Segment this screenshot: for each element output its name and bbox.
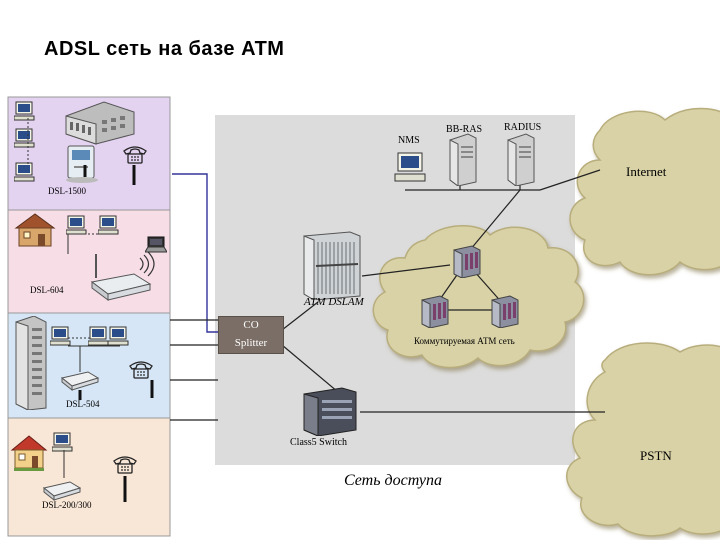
computer-icon: [98, 215, 119, 235]
modem-icon: [60, 371, 100, 392]
dsl604-label: DSL-604: [30, 285, 64, 295]
computer-icon: [108, 326, 129, 346]
lan-line: [63, 450, 65, 478]
internet-label: Internet: [626, 164, 667, 179]
atm-switch-icon: [453, 245, 481, 278]
co-splitter-box: CO Splitter: [218, 316, 284, 354]
phone-icon: [123, 146, 147, 164]
page-title: ADSL сеть на базе ATM: [44, 38, 285, 60]
pstn-label: PSTN: [640, 448, 672, 463]
phone-icon: [129, 361, 153, 379]
dsl1500-label: DSL-1500: [48, 186, 86, 196]
co-label: CO: [243, 319, 259, 331]
computer-icon: [50, 326, 71, 346]
internet-cloud-icon: [569, 107, 720, 276]
lan-lines: [67, 233, 100, 254]
dslam-rack-icon: [303, 231, 361, 300]
dsl504-label: DSL-504: [66, 399, 100, 409]
computer-icon: [14, 162, 35, 182]
building-icon: [65, 101, 135, 145]
computer-icon: [14, 101, 35, 121]
pstn-cloud-icon: [566, 342, 720, 537]
computer-icon: [394, 152, 426, 182]
computer-icon: [88, 326, 109, 346]
class5-label: Class5 Switch: [290, 437, 347, 448]
atm-dslam-label: ATM DSLAM: [304, 296, 364, 308]
computer-icon: [66, 215, 87, 235]
modem-icon: [42, 481, 82, 502]
phone-lines: [78, 380, 154, 400]
dsl200-label: DSL-200/300: [42, 500, 92, 510]
panel-dsl200-bg: [7, 417, 171, 537]
router-icon: [90, 252, 155, 301]
splitter-label: Splitter: [234, 337, 268, 349]
link-lines: [172, 173, 218, 333]
nms-label: NMS: [398, 135, 420, 146]
atm-switch-icon: [421, 295, 449, 328]
lan-lines: [68, 337, 120, 372]
phone-lines: [123, 476, 127, 502]
server-icon: [449, 133, 477, 186]
lan-dotted-line: [27, 118, 29, 166]
phone-icon: [113, 456, 137, 474]
switch-icon: [303, 387, 357, 436]
phone-lines: [83, 165, 136, 185]
access-network-label: Сеть доступа: [344, 472, 442, 489]
atm-switch-icon: [491, 295, 519, 328]
computer-icon: [52, 432, 73, 452]
house-icon: [10, 435, 48, 471]
modem-icon: [66, 145, 98, 183]
radius-label: RADIUS: [504, 122, 542, 133]
server-icon: [507, 133, 535, 186]
atm-network-cloud-icon: [372, 225, 585, 369]
atm-network-label: Коммутируемая АТМ сеть: [414, 336, 515, 346]
building-icon: [15, 316, 47, 410]
bbras-label: BB-RAS: [446, 124, 483, 135]
house-icon: [14, 213, 56, 247]
laptop-icon: [145, 236, 167, 253]
